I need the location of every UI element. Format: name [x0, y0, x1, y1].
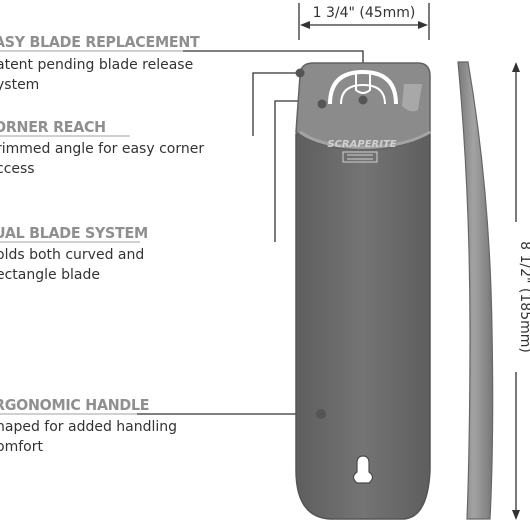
callout-dot-blade-release [358, 95, 368, 105]
scraper-side-view [457, 61, 494, 520]
hang-hole [352, 455, 374, 484]
height-label: 8 1/2" (185mm) [517, 241, 530, 353]
callout-dot-corner-reach [295, 68, 305, 78]
feature-desc-dual-blade: olds both curved and ectangle blade [0, 247, 145, 283]
callout-dot-dual-blade [317, 99, 327, 109]
scraper-handle [295, 133, 431, 520]
brand-logo-mark [342, 151, 378, 163]
corner-notch-right [402, 84, 422, 112]
scraper-front-view: SCRAPERITE [295, 62, 431, 520]
curved-blade-inner [340, 83, 386, 105]
feature-title-ergonomic-handle: RGONOMIC HANDLE [0, 396, 150, 414]
height-dimension: 8 1/2" (185mm) [509, 62, 530, 520]
leader-line-corner-reach [252, 72, 300, 136]
brand-logo: SCRAPERITE [327, 139, 396, 150]
blade-release-latch [355, 72, 371, 94]
feature-title-blade-replacement: ASY BLADE REPLACEMENT [0, 33, 200, 51]
curved-blade [328, 69, 398, 105]
feature-desc-blade-replacement: atent pending blade release ystem [0, 57, 194, 93]
feature-desc-corner-reach: rimmed angle for easy corner ccess [0, 141, 205, 177]
feature-title-corner-reach: ORNER REACH [0, 118, 106, 136]
callout-dot-ergonomic-handle [316, 409, 326, 419]
width-label: 1 3/4" (45mm) [313, 5, 416, 21]
side-profile [457, 61, 494, 520]
head-bevel [299, 130, 431, 149]
width-dimension: 1 3/4" (45mm) [298, 3, 430, 40]
title-underlines [0, 50, 183, 415]
feature-desc-ergonomic-handle: haped for added handling omfort [0, 419, 178, 455]
feature-title-dual-blade: UAL BLADE SYSTEM [0, 224, 148, 242]
